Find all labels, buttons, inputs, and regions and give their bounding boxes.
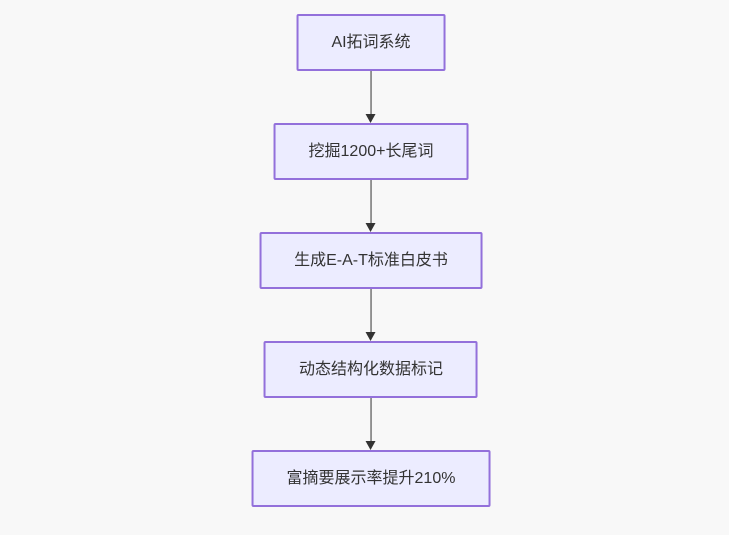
edge-line [370,180,372,223]
edge-arrow-3 [366,289,376,341]
edge-line [370,289,372,332]
arrowhead-down-icon [366,332,376,341]
flowchart: AI拓词系统 挖掘1200+长尾词 生成E-A-T标准白皮书 动态结构化数据标记 [251,14,491,507]
flow-node-longtail-keywords: 挖掘1200+长尾词 [273,123,469,180]
edge-arrow-1 [366,71,376,123]
node-label: 动态结构化数据标记 [298,360,443,378]
edge-arrow-2 [366,180,376,232]
flow-node-structured-data-markup: 动态结构化数据标记 [263,341,478,398]
edge-arrow-4 [366,398,376,450]
edge-line [370,398,372,441]
arrowhead-down-icon [366,114,376,123]
arrowhead-down-icon [366,223,376,232]
flow-node-eat-whitepaper: 生成E-A-T标准白皮书 [259,232,483,289]
node-label: 生成E-A-T标准白皮书 [294,251,448,269]
flow-node-ai-word-expansion-system: AI拓词系统 [296,14,446,71]
node-label: 挖掘1200+长尾词 [308,142,434,160]
edge-line [370,71,372,114]
flow-node-rich-snippet-rate: 富摘要展示率提升210% [251,450,491,507]
node-label: AI拓词系统 [331,33,411,51]
arrowhead-down-icon [366,441,376,450]
node-label: 富摘要展示率提升210% [286,469,456,487]
